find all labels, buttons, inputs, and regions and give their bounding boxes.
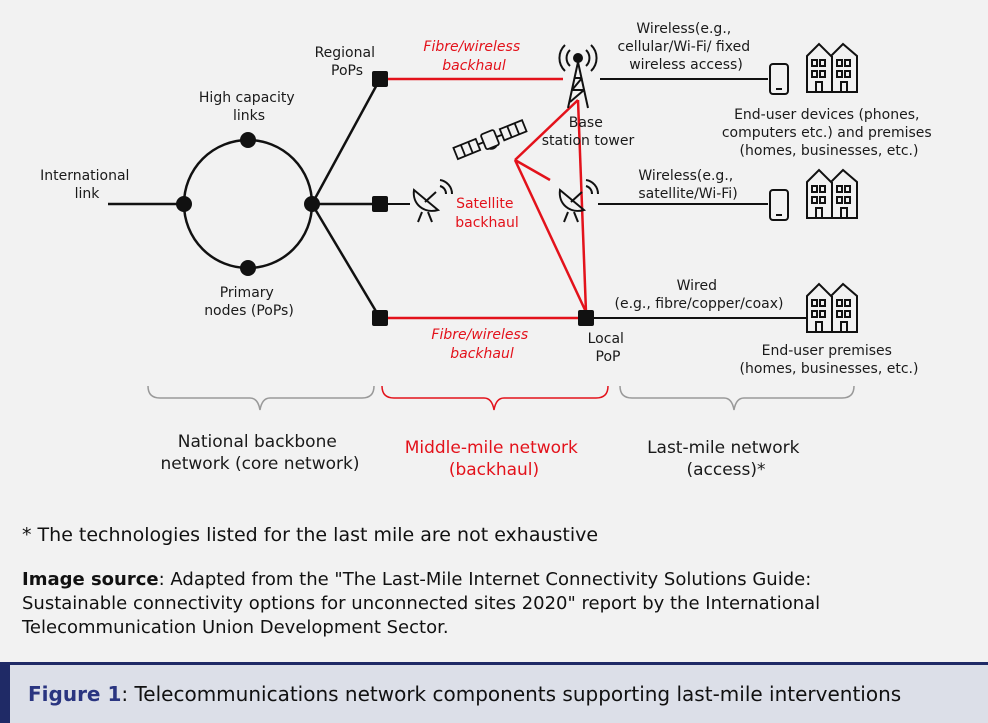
international-link-label: International link: [40, 168, 134, 202]
phone-icon-mid: [769, 189, 789, 221]
backbone-segment-label: National backbone network (core network): [161, 432, 360, 474]
end-user-devices-label: End-user devices (phones, computers etc.…: [722, 107, 936, 159]
last-mile-segment-label: Last-mile network (access)*: [647, 438, 805, 480]
backbone-ring: [182, 138, 314, 270]
backbone-node-top: [240, 132, 256, 148]
regional-pop-mid: [372, 196, 388, 212]
image-source: Image source: Adapted from the "The Last…: [22, 568, 922, 640]
tower-link-to-local-pop: [576, 99, 588, 313]
middle-mile-segment-label: Middle-mile network (backhaul): [405, 438, 584, 480]
primary-nodes-label: Primary nodes (PoPs): [204, 285, 294, 319]
base-station-label: Base station tower: [542, 115, 635, 149]
fibre-backhaul-bottom-label: Fibre/wireless backhaul: [431, 327, 532, 362]
figure-caption-bar: Figure 1: Telecommunications network com…: [0, 662, 988, 723]
local-pop-node: [578, 310, 594, 326]
houses-icon-mid: [806, 168, 858, 219]
wired-label: Wired (e.g., fibre/copper/coax): [615, 278, 784, 312]
link-regional-top: [310, 78, 382, 205]
figure-caption-text: : Telecommunications network components …: [121, 682, 902, 706]
houses-icon-top: [806, 42, 858, 93]
houses-icon-bottom: [806, 282, 858, 333]
regional-pops-label: Regional PoPs: [315, 45, 380, 79]
footnote: * The technologies listed for the last m…: [22, 524, 599, 546]
satellite-icon: [452, 119, 528, 161]
caption-accent-bar: [0, 665, 10, 723]
link-regional-bottom: [310, 203, 382, 319]
fibre-backhaul-top-label: Fibre/wireless backhaul: [423, 39, 524, 74]
figure-caption: Figure 1: Telecommunications network com…: [28, 682, 901, 706]
satellite-link-to-dish: [514, 158, 551, 182]
satellite-dish-left-icon: [412, 179, 454, 223]
image-source-text: : Adapted from the "The Last-Mile Intern…: [22, 569, 821, 638]
network-diagram: International link High capacity links P…: [40, 21, 936, 480]
satellite-link-to-local-pop: [513, 159, 588, 313]
end-user-premises-label: End-user premises (homes, businesses, et…: [740, 343, 919, 377]
satellite-link-to-tower: [514, 99, 579, 161]
satellite-backhaul-label: Satellite backhaul: [455, 196, 519, 231]
phone-icon-top: [769, 63, 789, 95]
high-capacity-links-label: High capacity links: [199, 90, 299, 124]
backbone-brace: [147, 385, 375, 411]
backbone-node-bottom: [240, 260, 256, 276]
image-source-label: Image source: [22, 569, 159, 590]
figure-number: Figure 1: [28, 682, 122, 706]
last-mile-brace: [619, 385, 855, 411]
wireless-top-label: Wireless(e.g., cellular/Wi-Fi/ fixed wir…: [617, 21, 754, 73]
base-station-tower-icon: [558, 44, 598, 109]
local-pop-label: Local PoP: [588, 331, 629, 365]
regional-pop-top: [372, 71, 388, 87]
satellite-dish-right-icon: [558, 179, 600, 223]
middle-mile-brace: [381, 385, 609, 411]
wireless-mid-label: Wireless(e.g., satellite/Wi-Fi): [638, 168, 737, 202]
regional-pop-bottom: [372, 310, 388, 326]
backbone-node-left: [176, 196, 192, 212]
backbone-node-right: [304, 196, 320, 212]
